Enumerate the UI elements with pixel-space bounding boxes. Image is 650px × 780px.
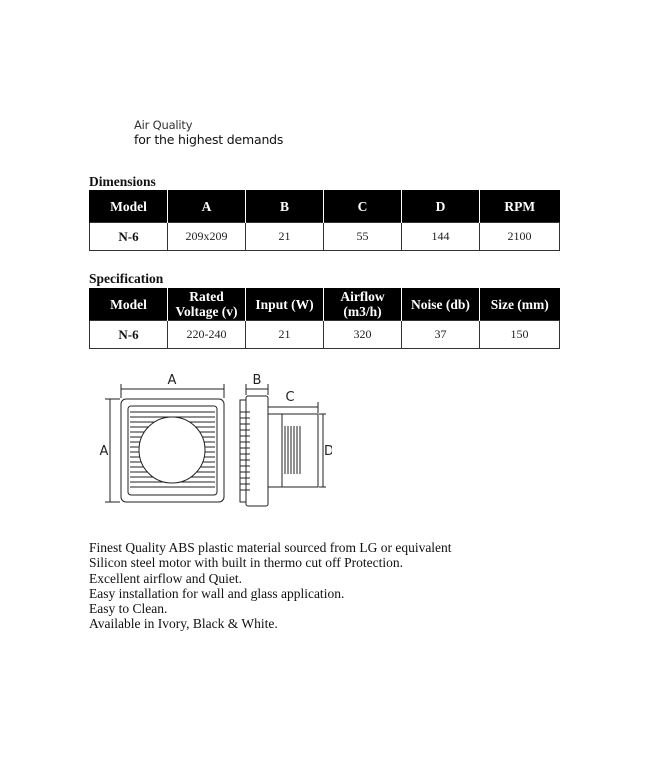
dimensions-table: Model A B C D RPM N-6 209x209 21 55 144 … — [89, 190, 560, 251]
dimensions-header-a: A — [167, 190, 246, 223]
dimensions-header-d: D — [401, 190, 480, 223]
label-c: C — [285, 390, 294, 405]
specification-cell-size: 150 — [479, 320, 560, 349]
list-item: Excellent airflow and Quiet. — [89, 570, 242, 586]
specification-header-input: Input (W) — [245, 288, 324, 321]
tagline: Air Quality for the highest demands — [134, 118, 283, 147]
specification-cell-noise: 37 — [401, 320, 480, 349]
dimensions-cell-rpm: 2100 — [479, 222, 560, 251]
dimensions-cell-b: 21 — [245, 222, 324, 251]
dimensions-cell-c: 55 — [323, 222, 402, 251]
label-a-top: A — [168, 373, 177, 388]
dimensions-cell-d: 144 — [401, 222, 480, 251]
fan-dimension-drawing: A A — [100, 373, 332, 507]
side-grille-fins — [240, 411, 250, 491]
label-b: B — [253, 373, 262, 388]
dimensions-header-model: Model — [89, 190, 168, 223]
list-item: Finest Quality ABS plastic material sour… — [89, 540, 452, 555]
dimensions-cell-model: N-6 — [89, 222, 168, 251]
dimensions-header-b: B — [245, 190, 324, 223]
specification-header-noise: Noise (db) — [401, 288, 480, 321]
specification-header-size: Size (mm) — [479, 288, 560, 321]
label-a-side: A — [100, 444, 109, 459]
specification-cell-airflow: 320 — [323, 320, 402, 349]
tagline-line-1: Air Quality — [134, 118, 193, 132]
specification-cell-input: 21 — [245, 320, 324, 349]
specification-cell-model: N-6 — [89, 320, 168, 349]
list-item: Available in Ivory, Black & White. — [89, 616, 278, 632]
specification-title: Specification — [89, 271, 164, 286]
front-inner-frame — [127, 405, 218, 496]
dimensions-header-rpm: RPM — [479, 190, 560, 223]
list-item: Easy to Clean. — [89, 601, 168, 617]
specification-header-airflow: Airflow(m3/h) — [323, 288, 402, 321]
front-view: A A — [100, 373, 225, 503]
table-row: N-6 220-240 21 320 37 150 — [89, 320, 560, 349]
list-item: Silicon steel motor with built in thermo… — [89, 555, 403, 571]
feature-list: Finest Quality ABS plastic material sour… — [89, 540, 452, 632]
dimensions-header-c: C — [323, 190, 402, 223]
list-item: Easy installation for wall and glass app… — [89, 585, 345, 601]
table-row: N-6 209x209 21 55 144 2100 — [89, 222, 560, 251]
side-duct — [267, 413, 319, 488]
front-frame — [120, 398, 225, 503]
fan-disc — [138, 416, 206, 484]
dimensions-title: Dimensions — [89, 174, 156, 189]
label-d: D — [324, 444, 332, 459]
tagline-line-2: for the highest demands — [134, 132, 284, 147]
dimensions-cell-a: 209x209 — [167, 222, 246, 251]
side-view: B C D — [239, 373, 332, 507]
specification-cell-voltage: 220-240 — [167, 320, 246, 349]
dimensions-header-row: Model A B C D RPM — [89, 190, 560, 223]
side-flange — [239, 399, 247, 503]
specification-header-model: Model — [89, 288, 168, 321]
